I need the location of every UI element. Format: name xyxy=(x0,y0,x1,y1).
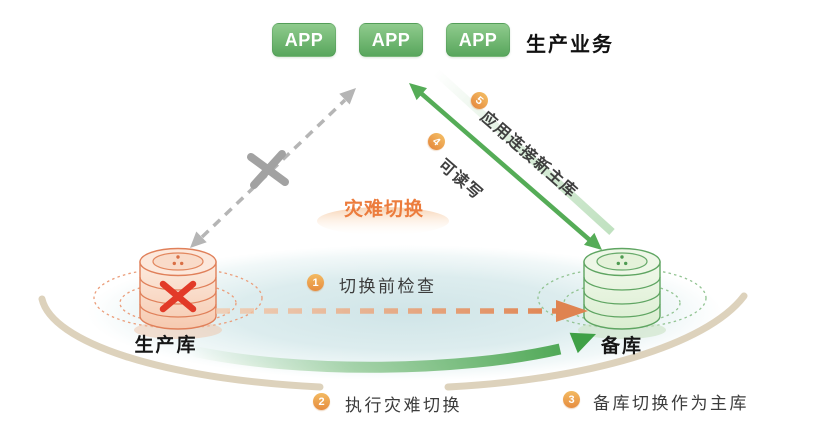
blocked-connection-x-icon xyxy=(247,150,289,189)
app-box-1: APP xyxy=(272,23,336,57)
app-to-new-primary-arrow xyxy=(409,69,615,250)
step-4-label: 可读写 xyxy=(434,156,486,204)
db-sync-glyph xyxy=(172,255,184,266)
step-1-label: 切换前检查 xyxy=(339,277,437,296)
failover-swoosh-arrow xyxy=(190,332,596,373)
outer-ring-arc xyxy=(38,292,748,391)
step-5-label: 应用连接新主库 xyxy=(476,108,581,202)
platform-ellipse xyxy=(87,245,723,381)
pre-check-dashed-arrow xyxy=(216,300,588,322)
production-db-label: 生产库 xyxy=(134,335,198,356)
production-database-icon xyxy=(139,247,217,330)
database-failure-x-icon xyxy=(159,280,197,313)
step-3-label: 备库切换作为主库 xyxy=(593,394,749,413)
business-label: 生产业务 xyxy=(526,34,614,56)
app-box-2: APP xyxy=(359,23,423,57)
broken-connection-arrow xyxy=(190,88,356,248)
step-4-badge: 4 xyxy=(424,129,449,154)
standby-database-icon xyxy=(583,247,661,330)
step-3-badge: 3 xyxy=(563,391,580,408)
db-sync-glyph xyxy=(616,255,628,266)
step-2-badge: 2 xyxy=(313,393,330,410)
standby-db-label: 备库 xyxy=(600,336,643,357)
center-title-glow xyxy=(317,207,449,235)
step-1-badge: 1 xyxy=(307,274,324,291)
step-2-label: 执行灾难切换 xyxy=(345,396,462,415)
diagram-title: 灾难切换 xyxy=(343,199,424,220)
app-box-3: APP xyxy=(446,23,510,57)
